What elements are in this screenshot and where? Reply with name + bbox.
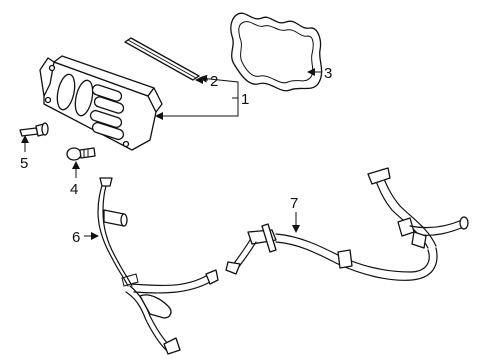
callout-1: 1	[241, 91, 249, 108]
bolt-part[interactable]	[66, 147, 96, 161]
callout-5: 5	[20, 155, 28, 172]
screw-part[interactable]	[19, 122, 49, 137]
hose-assembly-left[interactable]	[97, 177, 219, 355]
leader-1b	[155, 98, 239, 120]
callout-4: 4	[70, 181, 78, 198]
gasket-part[interactable]	[230, 12, 323, 92]
callout-2: 2	[210, 73, 218, 90]
seal-strip-part[interactable]	[124, 37, 200, 81]
callout-6: 6	[72, 229, 80, 246]
module-part[interactable]	[39, 55, 163, 151]
callout-7: 7	[290, 195, 298, 212]
leader-1a	[199, 74, 239, 98]
hose-assembly-right[interactable]	[225, 167, 469, 281]
callout-3: 3	[324, 65, 332, 82]
